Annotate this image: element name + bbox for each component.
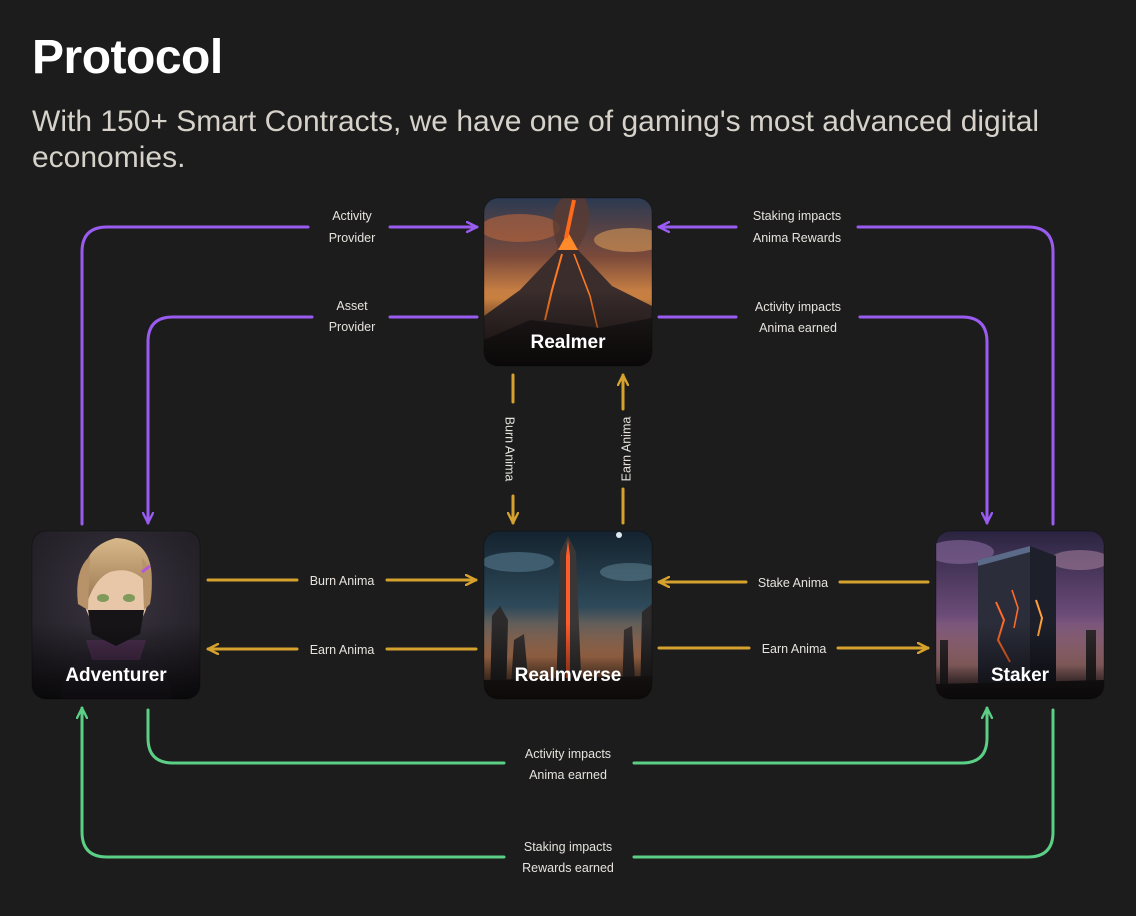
label-asset-provider-2: Provider — [329, 320, 376, 334]
node-realmverse-label: Realmverse — [515, 665, 622, 686]
label-staking-rewards-bottom-1: Staking impacts — [524, 840, 612, 854]
label-activity-earned-top-2: Anima earned — [759, 321, 837, 335]
node-staker-label: Staker — [991, 665, 1050, 686]
label-stake-anima: Stake Anima — [758, 576, 828, 590]
label-activity-provider-1: Activity — [332, 209, 372, 223]
edge-activity-earned-top-right — [858, 315, 987, 525]
page-subtitle: With 150+ Smart Contracts, we have one o… — [32, 105, 1040, 174]
edge-staking-rewards-bottom-left — [82, 706, 506, 859]
label-staker-earn: Earn Anima — [762, 642, 827, 656]
monolith-image — [936, 531, 1104, 699]
label-staking-rewards-bottom-2: Rewards earned — [522, 861, 614, 875]
obelisk-tower-image — [484, 531, 652, 699]
edge-activity-earned-bottom-right — [632, 706, 987, 765]
label-adv-earn: Earn Anima — [310, 643, 375, 657]
volcano-image — [484, 198, 652, 366]
label-activity-provider-2: Provider — [329, 231, 376, 245]
label-staking-rewards-2: Anima Rewards — [753, 231, 841, 245]
node-adventurer-label: Adventurer — [65, 665, 167, 686]
masked-warrior-image — [32, 531, 200, 699]
node-adventurer[interactable]: Adventurer — [31, 530, 201, 700]
node-staker[interactable]: Staker — [926, 530, 1110, 700]
edge-staking-rewards-bottom-right — [632, 708, 1055, 859]
node-realmer[interactable]: Realmer — [480, 197, 666, 367]
edge-staking-rewards-right — [856, 225, 1055, 526]
page-title: Protocol — [32, 31, 223, 84]
label-burn-vertical: Burn Anima — [503, 417, 517, 482]
label-asset-provider-1: Asset — [336, 299, 368, 313]
label-activity-earned-top-1: Activity impacts — [755, 300, 841, 314]
node-realmverse[interactable]: Realmverse — [482, 530, 660, 700]
edge-asset-provider-left — [148, 315, 314, 525]
edge-activity-earned-bottom-left — [146, 708, 506, 765]
label-activity-earned-bottom-2: Anima earned — [529, 768, 607, 782]
edge-activity-provider-left — [80, 225, 310, 526]
label-earn-vertical: Earn Anima — [619, 417, 633, 482]
label-staking-rewards-1: Staking impacts — [753, 209, 841, 223]
label-activity-earned-bottom-1: Activity impacts — [525, 747, 611, 761]
label-adv-burn: Burn Anima — [310, 574, 375, 588]
node-realmer-label: Realmer — [531, 332, 607, 353]
